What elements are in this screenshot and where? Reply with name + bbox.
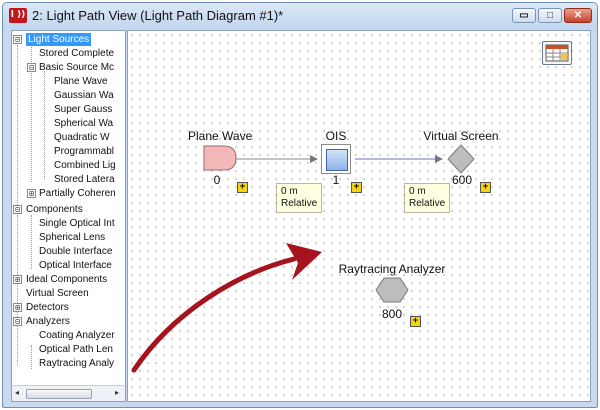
scroll-right-icon[interactable]: ▸ (115, 388, 120, 397)
virtual-screen-index: 600 (451, 173, 473, 187)
diagram-graphics (131, 144, 475, 373)
tree-expander-icon[interactable]: ⊞ (27, 189, 36, 198)
window-title: 2: Light Path View (Light Path Diagram #… (32, 8, 284, 23)
tree-item-light-sources[interactable]: Light Sources (26, 33, 92, 46)
virtual-screen-label: Virtual Screen (423, 129, 499, 143)
app-icon: l )) (9, 8, 27, 23)
tree-line (17, 45, 18, 207)
tree-item-spherical-lens[interactable]: Spherical Lens (39, 232, 106, 243)
minimize-icon: ▭ (519, 10, 529, 21)
tree-item-quadratic-wave[interactable]: Quadratic W (54, 132, 110, 143)
tree-item-double-interface[interactable]: Double Interface (39, 246, 113, 257)
tree-item-partially-coherent[interactable]: Partially Coheren (39, 188, 116, 199)
tree-item-programmable[interactable]: Programmabl (54, 146, 115, 157)
minimize-button[interactable]: ▭ (512, 8, 536, 23)
light-path-diagram-canvas[interactable]: Plane Wave 0 + OIS 1 + Virtual Screen 60… (127, 30, 591, 402)
link-distance: 0 m (281, 186, 298, 197)
tree-item-plane-wave[interactable]: Plane Wave (54, 76, 108, 87)
ois-component-box[interactable] (321, 144, 351, 174)
tree-expander-icon[interactable]: ⊟ (13, 317, 22, 326)
raytracing-analyzer-add-button[interactable]: + (410, 316, 421, 327)
maximize-button[interactable]: □ (538, 8, 562, 23)
tree-item-optical-interface[interactable]: Optical Interface (39, 260, 112, 271)
tree-item-ideal-components[interactable]: Ideal Components (26, 274, 108, 285)
tree-item-stored-lateral[interactable]: Stored Latera (54, 174, 115, 185)
ois-label: OIS (325, 129, 347, 143)
virtual-screen-add-button[interactable]: + (480, 182, 491, 193)
plane-wave-index: 0 (213, 173, 221, 187)
tree-item-raytracing-analyzer[interactable]: Raytracing Analy (39, 358, 115, 369)
link-distance: 0 m (409, 186, 426, 197)
plane-wave-add-button[interactable]: + (237, 182, 248, 193)
table-grid-icon (545, 44, 569, 62)
plane-wave-label: Plane Wave (188, 129, 253, 143)
title-bar[interactable]: l )) 2: Light Path View (Light Path Diag… (3, 3, 597, 29)
pointer-arrow-icon (131, 256, 297, 373)
raytracing-analyzer-icon[interactable] (375, 277, 409, 303)
tree-line (31, 215, 32, 269)
tree-line (17, 215, 18, 365)
plane-wave-source-icon[interactable] (203, 145, 237, 171)
tree-item-super-gaussian[interactable]: Super Gauss (54, 104, 113, 115)
tree-item-virtual-screen[interactable]: Virtual Screen (26, 288, 89, 299)
tree-expander-icon[interactable]: ⊞ (13, 303, 22, 312)
tree-item-spherical-wave[interactable]: Spherical Wa (54, 118, 114, 129)
raytracing-analyzer-label: Raytracing Analyzer (338, 262, 446, 276)
tree-line (31, 345, 32, 369)
tree-item-basic-source-models[interactable]: Basic Source Mc (39, 62, 115, 73)
tree-horizontal-scrollbar[interactable]: ◂ ▸ (12, 385, 125, 401)
tree-item-gaussian-wave[interactable]: Gaussian Wa (54, 90, 114, 101)
ois-index: 1 (332, 173, 340, 187)
tree-item-combined-light[interactable]: Combined Lig (54, 160, 116, 171)
link-mode: Relative (409, 198, 446, 209)
link-mode: Relative (281, 198, 318, 209)
tree-item-detectors[interactable]: Detectors (26, 302, 69, 313)
tree-expander-icon[interactable]: ⊟ (27, 63, 36, 72)
tree-item-optical-path-length[interactable]: Optical Path Len (39, 344, 113, 355)
scroll-left-icon[interactable]: ◂ (15, 388, 20, 397)
tree-line (44, 71, 45, 179)
tree-item-coating-analyzer[interactable]: Coating Analyzer (39, 330, 115, 341)
ois-add-button[interactable]: + (351, 182, 362, 193)
tree-item-single-optical-interface[interactable]: Single Optical Int (39, 218, 115, 229)
scrollbar-thumb[interactable] (26, 389, 92, 399)
tree-expander-icon[interactable]: ⊟ (13, 205, 22, 214)
tree-item-components[interactable]: Components (26, 204, 83, 215)
catalog-tree[interactable]: ⊟ Light Sources Stored Complete ⊟ Basic … (11, 30, 126, 402)
maximize-icon: □ (546, 10, 554, 21)
tree-item-stored-complete[interactable]: Stored Complete (39, 48, 115, 59)
pointer-arrow-icon (286, 243, 322, 280)
tree-expander-icon[interactable]: ⊟ (13, 35, 22, 44)
tree-line (31, 42, 32, 182)
raytracing-analyzer-index: 800 (381, 307, 403, 321)
link-properties-label[interactable]: 0 m Relative (404, 183, 451, 213)
ois-component-icon (326, 149, 348, 171)
close-icon: ✕ (573, 10, 583, 21)
tree-expander-icon[interactable]: ⊞ (13, 275, 22, 284)
virtual-screen-detector-icon[interactable] (447, 144, 475, 174)
link-properties-label[interactable]: 0 m Relative (276, 183, 323, 213)
tree-item-analyzers[interactable]: Analyzers (26, 316, 70, 327)
close-button[interactable]: ✕ (564, 8, 592, 23)
diagram-overview-button[interactable] (542, 41, 572, 65)
